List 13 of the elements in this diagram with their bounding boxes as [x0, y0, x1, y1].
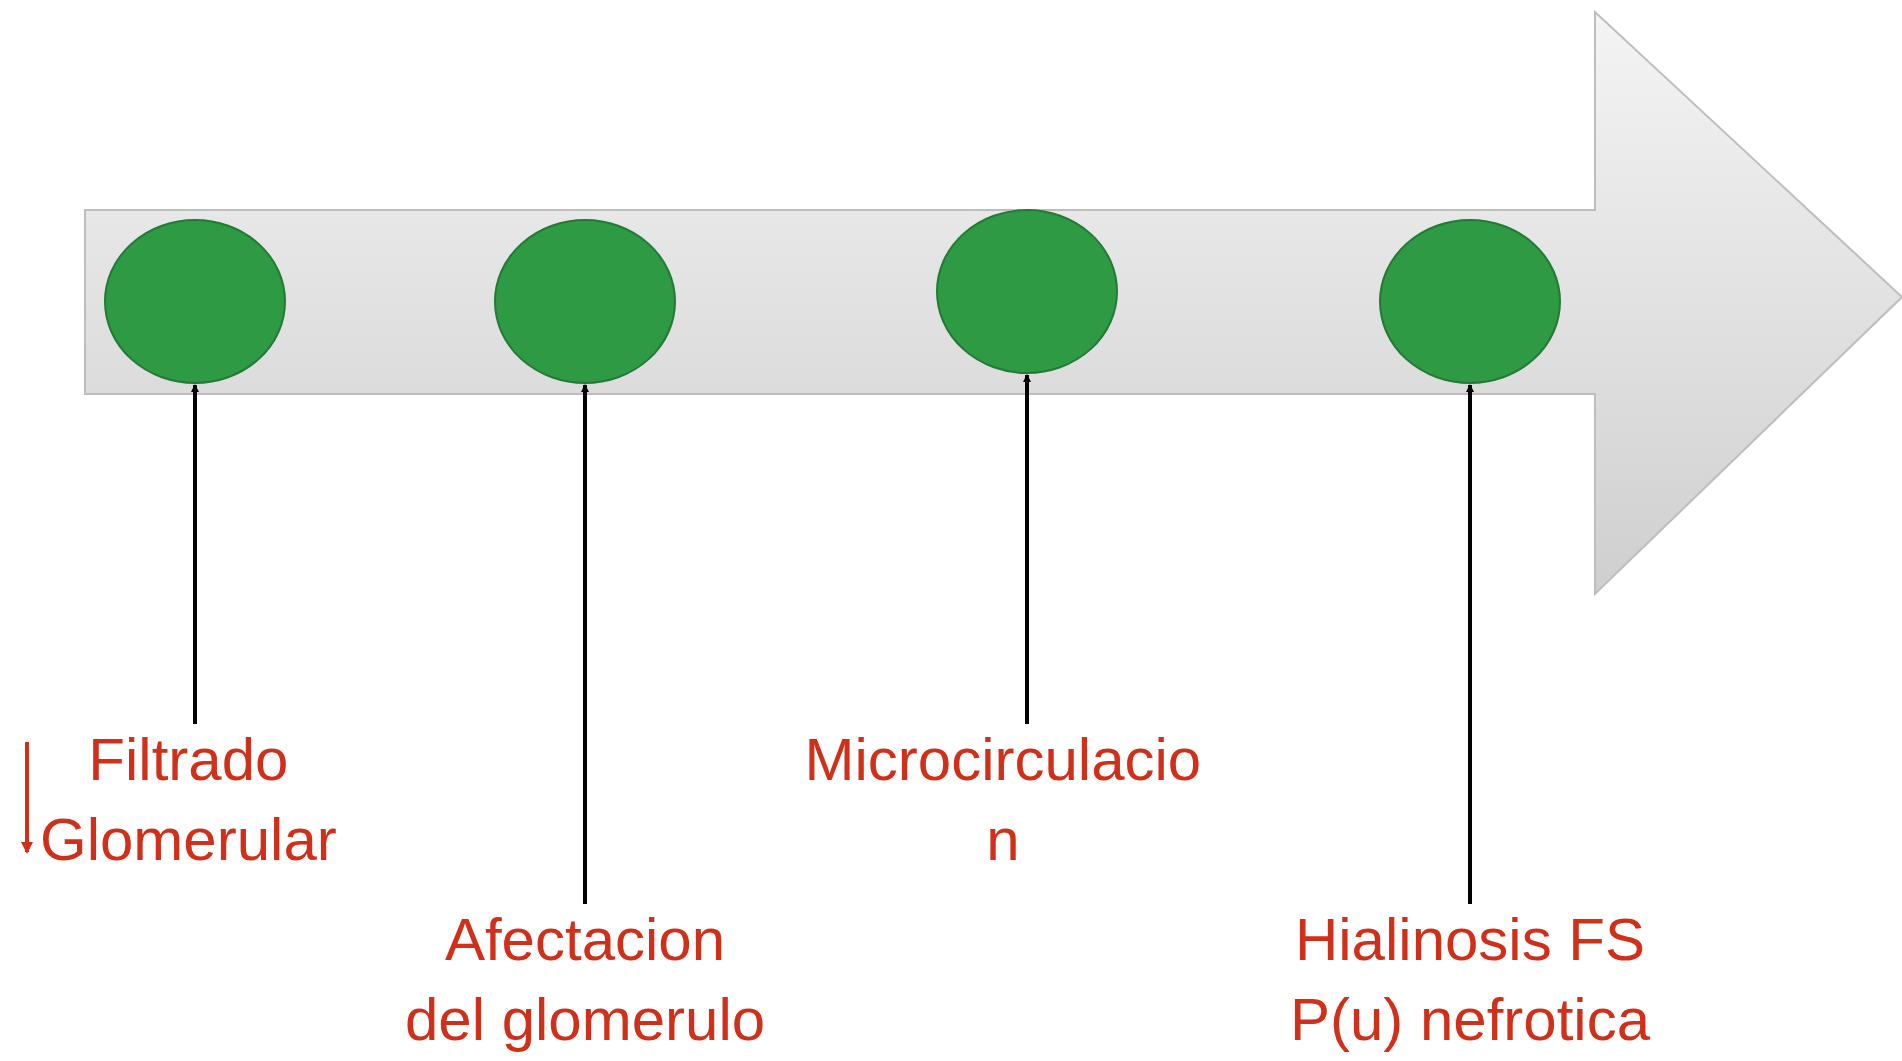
milestone-dot [493, 218, 677, 385]
arrow [1466, 384, 1474, 904]
stage-label: Hialinosis FS P(u) nefrotica [1230, 900, 1710, 1060]
arrow [191, 384, 199, 724]
stage-label: Filtrado Glomerular [40, 720, 337, 880]
milestone-dot [103, 218, 287, 385]
stage-label: Afectacion del glomerulo [345, 900, 825, 1060]
timeline-arrow [85, 12, 1902, 594]
milestone-dot [935, 208, 1119, 375]
stage-label: Microcirculacio n [804, 720, 1202, 880]
arrow [581, 384, 589, 904]
milestone-dot [1378, 218, 1562, 385]
arrow [1023, 374, 1031, 724]
